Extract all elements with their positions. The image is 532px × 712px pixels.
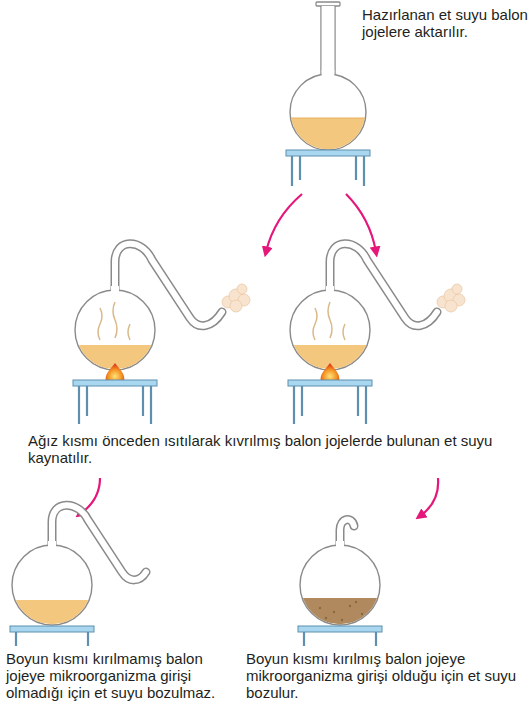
tripod-stand xyxy=(288,380,372,424)
tripod-stand xyxy=(298,626,382,646)
step-note: Hazırlanan et suyu balon jojelere aktarı… xyxy=(362,6,528,40)
top-flask xyxy=(290,2,366,150)
swan-neck-flask xyxy=(290,244,465,370)
process-arrow xyxy=(266,194,376,252)
process-arrow xyxy=(80,478,438,516)
broken-flask xyxy=(300,520,380,625)
burner-flame xyxy=(321,363,340,382)
flask-neck-fill xyxy=(322,6,335,78)
step-note: Ağız kısmı önceden ısıtılarak kıvrılmış … xyxy=(28,432,518,466)
burner-flame xyxy=(106,363,125,382)
tripod-stand xyxy=(73,380,157,424)
steam xyxy=(437,284,465,312)
result-caption: Boyun kısmı kırılmamış balon jojeye mikr… xyxy=(6,650,242,701)
tripod-stand xyxy=(286,150,370,186)
swan-neck-flask xyxy=(75,244,250,370)
unbroken-flask xyxy=(12,505,146,625)
steam xyxy=(222,284,250,312)
flask-lip xyxy=(316,2,340,6)
flask-bulb xyxy=(290,74,366,150)
spoiled-broth xyxy=(301,598,380,624)
broth xyxy=(291,118,366,149)
result-caption: Boyun kısmı kırılmış balon jojeye mikroo… xyxy=(246,650,528,701)
tripod-stand xyxy=(10,626,94,646)
